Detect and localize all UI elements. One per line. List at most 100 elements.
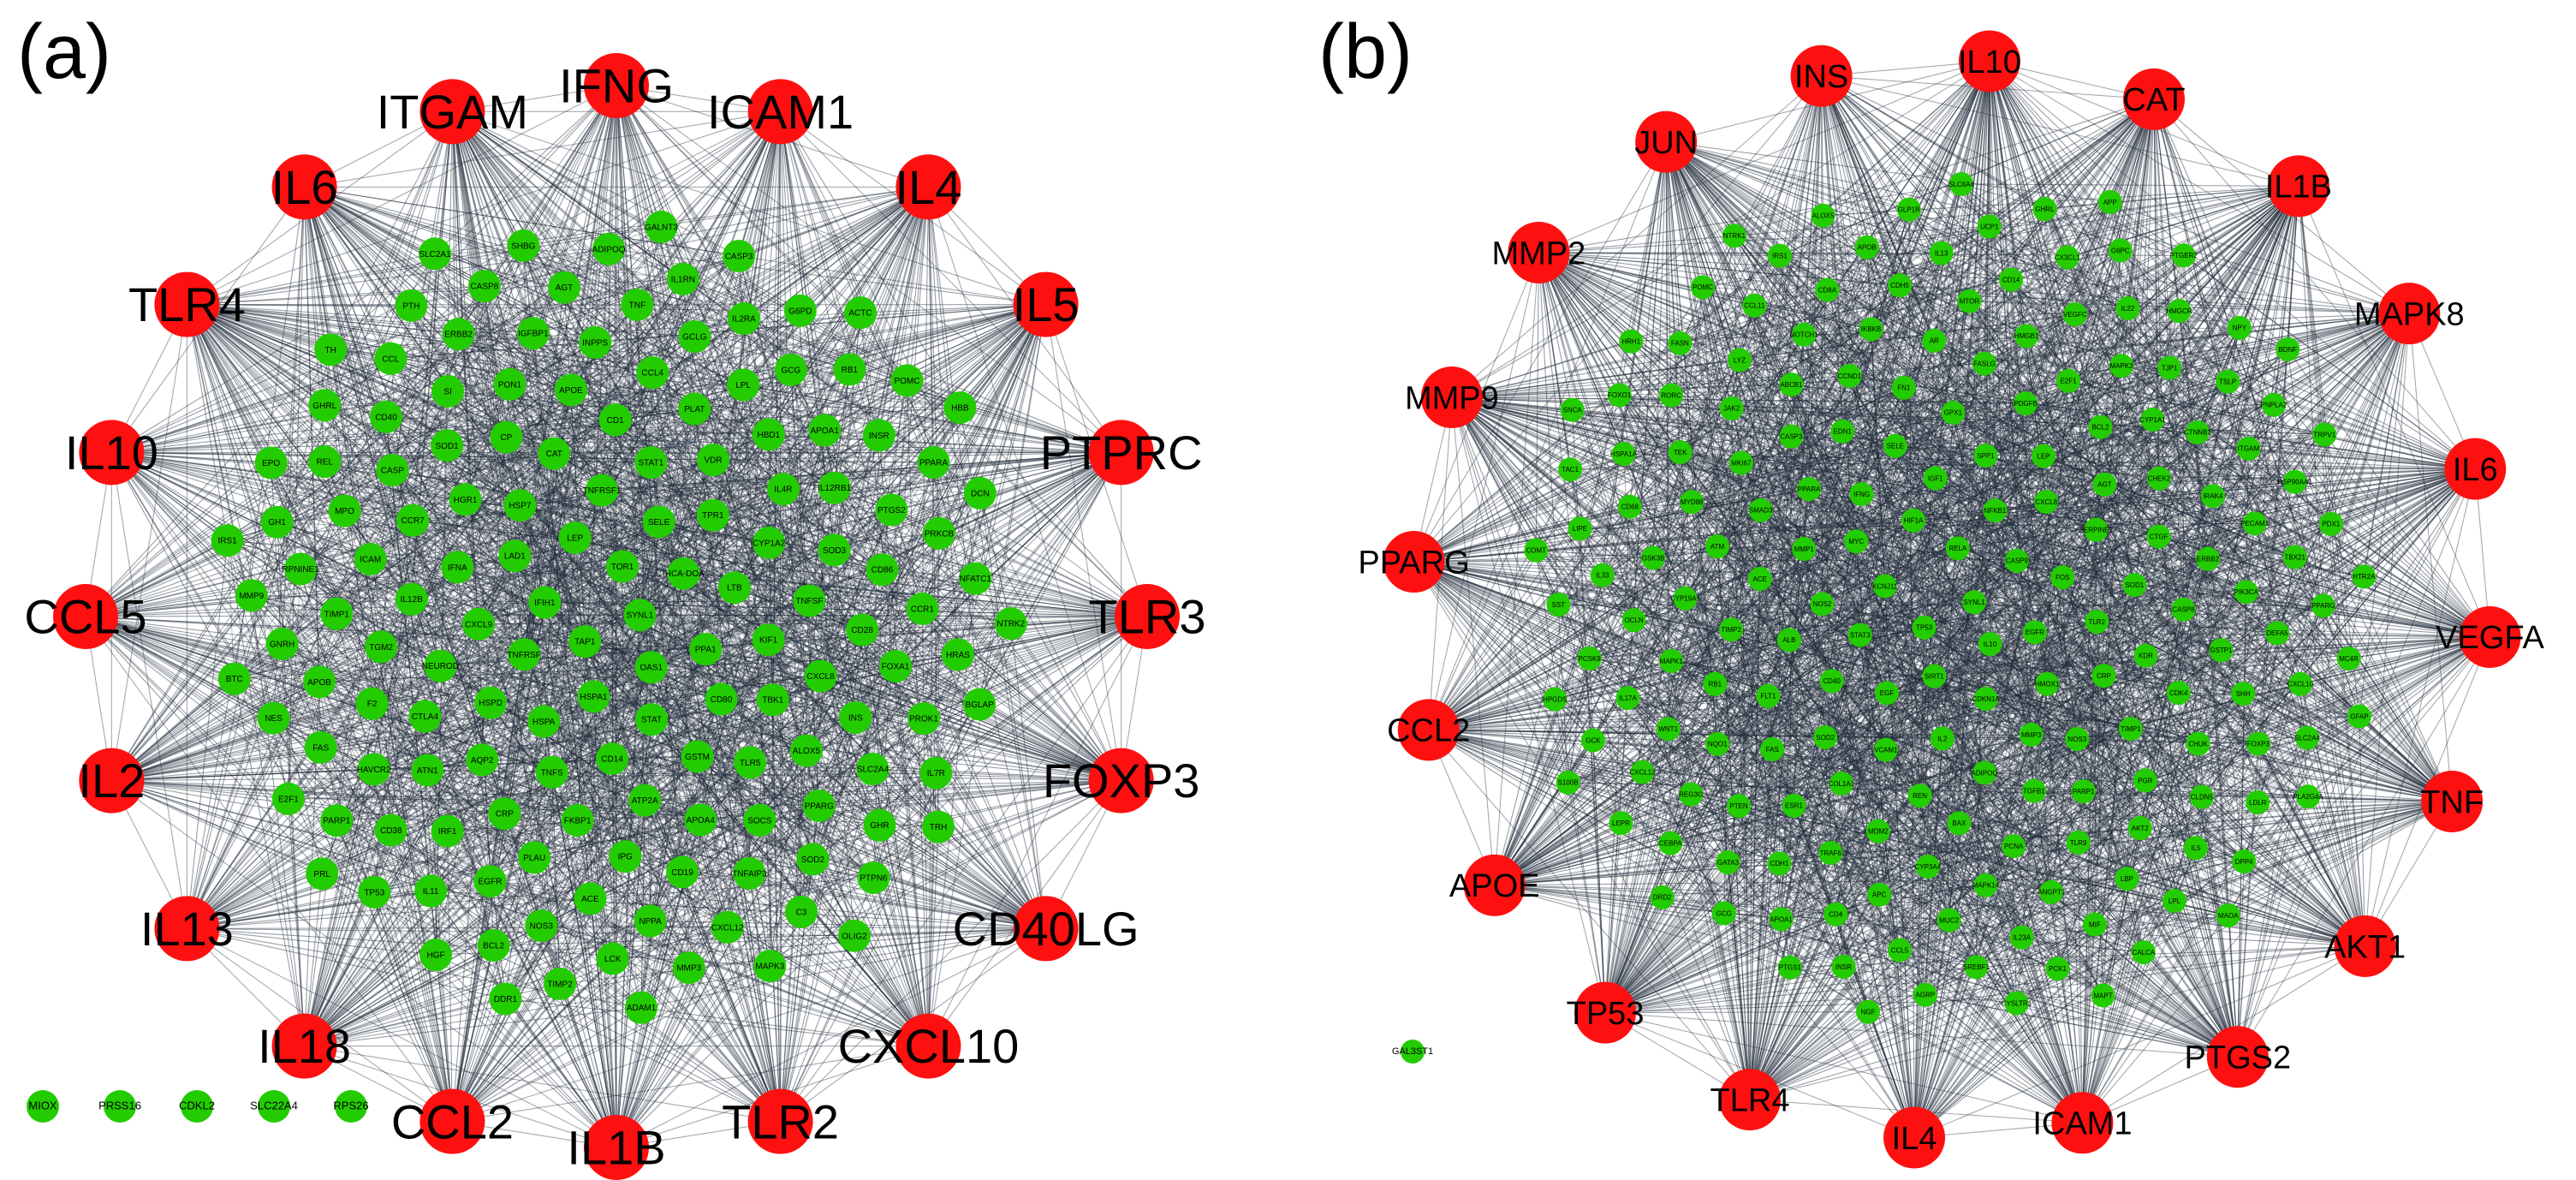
gene-node-nppa[interactable]: NPPA: [634, 904, 667, 938]
gene-node-hbd1[interactable]: HBD1: [752, 418, 785, 451]
gene-node-gstm[interactable]: GSTM: [681, 740, 714, 773]
gene-node-cd38[interactable]: CD38: [374, 813, 408, 847]
gene-node-hspa1[interactable]: HSPA1: [577, 680, 610, 713]
gene-node-si[interactable]: SI: [431, 375, 465, 408]
hub-node-ccl5[interactable]: CCL5: [24, 584, 147, 649]
gene-node-ccr7[interactable]: CCR7: [396, 504, 430, 537]
gene-node-cd40[interactable]: CD40: [370, 400, 403, 433]
gene-node-cat[interactable]: CAT: [538, 437, 571, 470]
gene-node-casp8[interactable]: CASP8: [467, 270, 501, 303]
gene-node-gh1[interactable]: GH1: [260, 505, 294, 539]
gene-node-tnfrsf[interactable]: TNFRSF: [507, 638, 541, 671]
gene-node-actc[interactable]: ACTC: [844, 296, 878, 330]
gene-node-il4r[interactable]: IL4R: [766, 473, 800, 506]
hub-node-tlr3[interactable]: TLR3: [1089, 584, 1206, 649]
gene-node-ctla4[interactable]: CTLA4: [408, 700, 442, 733]
hub-node-il10[interactable]: IL10: [65, 420, 158, 486]
gene-node-shbg[interactable]: SHBG: [507, 229, 540, 262]
gene-node-tp53[interactable]: TP53: [358, 875, 391, 909]
gene-node-ins[interactable]: INS: [839, 700, 872, 734]
gene-node-ifih1[interactable]: IFIH1: [528, 586, 562, 619]
gene-node-ghrl[interactable]: GHRL: [308, 389, 342, 422]
gene-node-oas1[interactable]: OAS1: [634, 651, 668, 684]
gene-node-ddr1[interactable]: DDR1: [489, 982, 522, 1016]
gene-node-adam1[interactable]: ADAM1: [625, 991, 658, 1024]
gene-node-prok1[interactable]: PROK1: [907, 702, 941, 736]
gene-node-ptpn6[interactable]: PTPN6: [857, 861, 890, 895]
gene-node-crp[interactable]: CRP: [488, 797, 521, 831]
gene-node-cp[interactable]: CP: [490, 420, 523, 454]
gene-node-prkcb[interactable]: PRKCB: [922, 516, 955, 550]
gene-node-lpl[interactable]: LPL: [727, 368, 760, 402]
gene-node-cyp1a2[interactable]: CYP1A2: [753, 526, 786, 559]
gene-node-gcg[interactable]: GCG: [774, 353, 807, 386]
gene-node-lad1[interactable]: LAD1: [498, 539, 532, 573]
gene-node-cd1[interactable]: CD1: [598, 403, 632, 437]
hub-node-tlr4[interactable]: TLR4: [128, 271, 246, 337]
gene-node-ace[interactable]: ACE: [574, 882, 607, 915]
gene-node-tor1[interactable]: TOR1: [606, 550, 640, 583]
gene-node-tnf[interactable]: TNF: [621, 288, 654, 321]
gene-node-icam[interactable]: ICAM: [354, 542, 387, 575]
gene-node-cd80[interactable]: CD80: [705, 682, 738, 716]
gene-node-hgr1[interactable]: HGR1: [449, 483, 482, 516]
gene-node-apoa1[interactable]: APOA1: [808, 414, 842, 447]
gene-node-mmp3[interactable]: MMP3: [672, 951, 705, 985]
gene-node-il11[interactable]: IL11: [414, 874, 448, 908]
gene-node-havcr2[interactable]: HAVCR2: [357, 753, 391, 786]
gene-node-ccl[interactable]: CCL: [374, 342, 408, 375]
hub-node-il13[interactable]: IL13: [140, 896, 234, 962]
gene-node-cxcl12[interactable]: CXCL12: [711, 910, 744, 944]
gene-node-bcl2[interactable]: BCL2: [477, 929, 510, 962]
gene-node-gclg[interactable]: GCLG: [678, 319, 711, 353]
gene-node-cd28[interactable]: CD28: [846, 613, 879, 647]
gene-node-th[interactable]: TH: [314, 333, 348, 367]
gene-node-tlr5[interactable]: TLR5: [734, 746, 767, 779]
hub-node-il6[interactable]: IL6: [271, 154, 338, 220]
gene-node-agt[interactable]: AGT: [547, 271, 580, 304]
gene-node-egfr[interactable]: EGFR: [473, 865, 507, 898]
gene-node-insr[interactable]: INSR: [862, 419, 895, 452]
gene-node-cd14[interactable]: CD14: [596, 742, 629, 776]
gene-node-cxcl8[interactable]: CXCL8: [804, 659, 837, 693]
hub-node-il2[interactable]: IL2: [78, 748, 145, 813]
hub-node-il1b[interactable]: IL1B: [567, 1115, 666, 1180]
gene-node-plat[interactable]: PLAT: [678, 392, 711, 426]
hub-node-cd40lg[interactable]: CD40LG: [953, 896, 1139, 962]
gene-node-neurod[interactable]: NEUROD: [422, 649, 459, 682]
gene-node-tgm2[interactable]: TGM2: [365, 630, 398, 664]
gene-node-apoe[interactable]: APOE: [554, 373, 587, 407]
hub-node-ptprc[interactable]: PTPRC: [1040, 420, 1203, 486]
gene-node-nes[interactable]: NES: [257, 701, 290, 735]
gene-node-lck[interactable]: LCK: [596, 942, 629, 975]
gene-node-il2ra[interactable]: IL2RA: [727, 302, 760, 336]
gene-node-irf1[interactable]: IRF1: [431, 814, 464, 848]
gene-node-stat[interactable]: STAT: [635, 703, 669, 736]
gene-node-mapk3[interactable]: MAPK3: [753, 950, 787, 983]
gene-node-inpps[interactable]: INPPS: [579, 325, 612, 359]
gene-node-sod3[interactable]: SOD3: [818, 533, 851, 567]
gene-node-atn1[interactable]: ATN1: [411, 754, 444, 787]
hub-node-il4[interactable]: IL4: [895, 154, 961, 220]
gene-node-fkbp1[interactable]: FKBP1: [561, 803, 594, 837]
gene-node-sod1[interactable]: SOD1: [431, 429, 464, 462]
gene-node-olig2[interactable]: OLIG2: [837, 919, 871, 952]
isolated-node-rps26[interactable]: RPS26: [333, 1090, 369, 1123]
isolated-node-slc22a4[interactable]: SLC22A4: [250, 1090, 298, 1123]
gene-node-irs1[interactable]: IRS1: [211, 524, 244, 557]
gene-node-rel[interactable]: REL: [308, 445, 342, 479]
gene-node-plau[interactable]: PLAU: [518, 841, 551, 874]
gene-node-adipoq[interactable]: ADIPOQ: [592, 232, 626, 265]
gene-node-e2f1[interactable]: E2F1: [271, 782, 305, 815]
gene-node-sele[interactable]: SELE: [642, 505, 675, 539]
gene-node-casp3[interactable]: CASP3: [723, 239, 756, 272]
gene-node-timp1[interactable]: TIMP1: [320, 597, 354, 630]
gene-node-il12rb1[interactable]: IL12RB1: [818, 471, 852, 504]
hub-node-cxcl10[interactable]: CXCL10: [838, 1013, 1020, 1079]
gene-node-erbb2[interactable]: ERBB2: [442, 318, 475, 351]
gene-node-ppa1[interactable]: PPA1: [689, 633, 723, 666]
gene-node-ptgs2[interactable]: PTGS2: [875, 493, 908, 527]
gene-node-lep[interactable]: LEP: [558, 521, 592, 554]
gene-node-alox5[interactable]: ALOX5: [789, 734, 823, 767]
gene-node-rpnine1[interactable]: RPNINE1: [282, 552, 319, 586]
